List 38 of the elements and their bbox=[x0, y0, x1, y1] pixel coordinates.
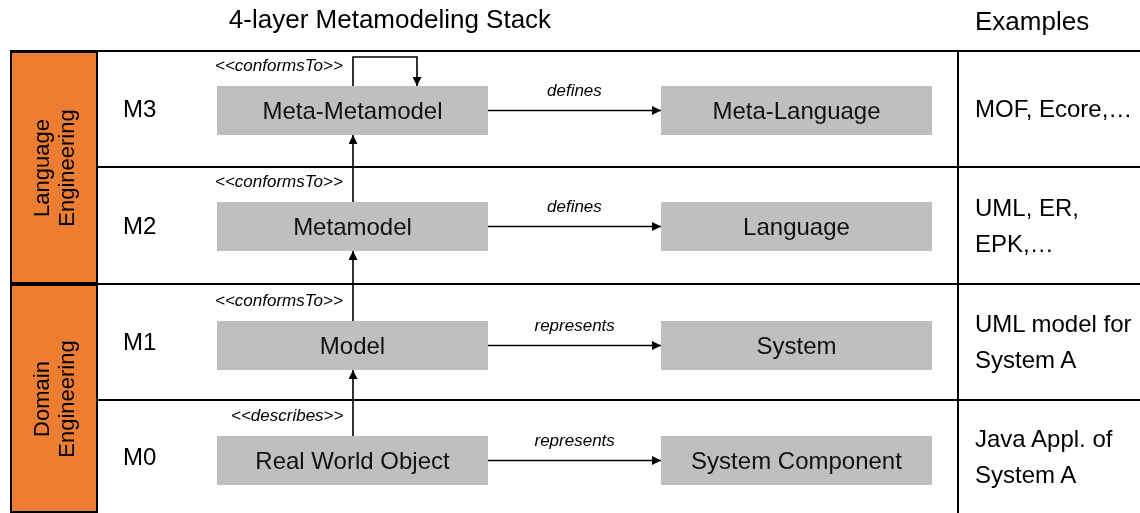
edge-label: defines bbox=[547, 196, 602, 217]
band-label: Domain Engineering bbox=[28, 338, 80, 460]
process-box: Meta-Metamodel bbox=[217, 86, 488, 135]
process-box: Language bbox=[661, 202, 932, 251]
layer-band bbox=[10, 51, 98, 284]
process-box: Metamodel bbox=[217, 202, 488, 251]
column-header: Examples bbox=[975, 5, 1091, 38]
example-text: Java Appl. of System A bbox=[975, 423, 1114, 490]
edge-label: represents bbox=[534, 430, 615, 451]
layer-label: M3 bbox=[123, 94, 158, 124]
process-box: Model bbox=[217, 321, 488, 370]
edge-label: represents bbox=[534, 315, 615, 336]
layer-label: M0 bbox=[123, 441, 158, 472]
edge-label: defines bbox=[547, 80, 602, 101]
edge-label: <<describes>> bbox=[231, 406, 344, 426]
arrow bbox=[348, 369, 358, 437]
example-text: UML, ER, EPK,… bbox=[975, 192, 1080, 259]
process-box: System Component bbox=[661, 436, 932, 485]
process-box: System bbox=[661, 321, 932, 370]
diagram-title: 4-layer Metamodeling Stack bbox=[227, 4, 553, 35]
process-box: Meta-Language bbox=[661, 86, 932, 135]
edge-label: <<conformsTo>> bbox=[215, 291, 343, 311]
arrow bbox=[487, 341, 662, 350]
layer-label: M1 bbox=[123, 327, 158, 357]
example-text: UML model for System A bbox=[975, 309, 1133, 375]
arrow bbox=[487, 106, 662, 115]
arrow bbox=[352, 56, 422, 87]
arrow bbox=[487, 456, 662, 465]
edge-label: <<conformsTo>> bbox=[215, 172, 343, 192]
layer-band bbox=[10, 284, 98, 513]
band-label: Language Engineering bbox=[28, 107, 80, 229]
arrow bbox=[348, 134, 358, 203]
layer-label: M2 bbox=[123, 210, 158, 241]
arrow bbox=[348, 250, 358, 322]
process-box: Real World Object bbox=[217, 436, 488, 485]
edge-label: <<conformsTo>> bbox=[215, 56, 343, 76]
example-text: MOF, Ecore,… bbox=[975, 94, 1134, 124]
arrow bbox=[487, 222, 662, 231]
